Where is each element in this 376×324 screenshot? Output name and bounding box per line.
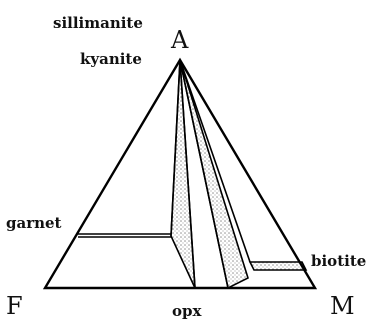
- tie-line-apex-opx: [179, 59, 196, 289]
- garnet-biotite-strip: [248, 261, 308, 271]
- label-corner-f: F: [6, 292, 23, 320]
- label-opx: opx: [172, 302, 202, 320]
- afm-triangle: [42, 57, 318, 290]
- tie-line-apex-opx-2: [179, 59, 229, 289]
- tie-line-apex-garnet: [170, 59, 181, 237]
- label-sillimanite: sillimanite: [53, 14, 143, 32]
- label-biotite: biotite: [311, 252, 366, 270]
- label-apex-a: A: [170, 26, 189, 54]
- label-garnet: garnet: [6, 214, 62, 232]
- label-kyanite: kyanite: [80, 50, 142, 68]
- tie-line-apex-biotite: [179, 59, 251, 263]
- label-corner-m: M: [330, 292, 355, 320]
